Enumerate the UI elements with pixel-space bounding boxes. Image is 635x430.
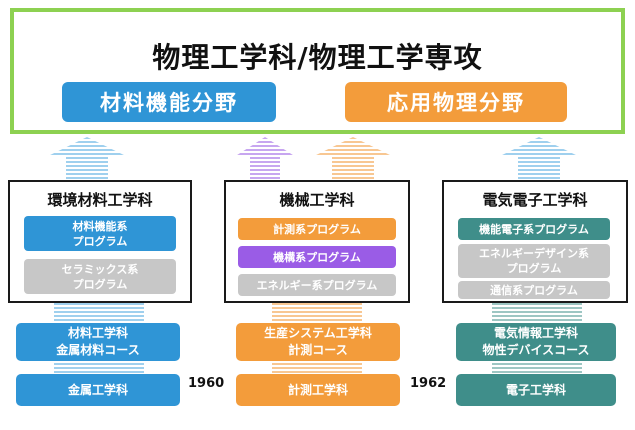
program-energy: エネルギー系プログラム xyxy=(238,274,396,296)
program-label: プログラム xyxy=(72,277,128,291)
history-label: 物性デバイスコース xyxy=(482,343,590,357)
history-label: 計測コース xyxy=(288,343,348,357)
department-environmental-materials: 環境材料工学科 材料機能系 プログラム セラミックス系 プログラム xyxy=(8,180,192,303)
history-label: 電気情報工学科 xyxy=(493,326,578,340)
applied-physics-field: 応用物理分野 xyxy=(345,82,567,122)
program-materials-function: 材料機能系 プログラム xyxy=(24,216,176,251)
history-electronic-engineering: 電子工学科 xyxy=(456,374,616,406)
history-measurement-engineering: 計測工学科 xyxy=(236,374,400,406)
connector-stripes xyxy=(492,361,582,376)
program-label: プログラム xyxy=(72,234,128,248)
arrow-orange xyxy=(312,137,394,182)
connector-stripes xyxy=(492,303,582,323)
connector-stripes xyxy=(272,361,362,376)
program-functional-electronics: 機能電子系プログラム xyxy=(458,218,610,240)
program-label: 計測系プログラム xyxy=(273,222,361,236)
history-label: 材料工学科 xyxy=(67,326,128,340)
year-1960: 1960 xyxy=(188,376,225,391)
year-1962: 1962 xyxy=(410,376,447,391)
program-ceramics: セラミックス系 プログラム xyxy=(24,259,176,294)
connector-stripes xyxy=(272,303,362,323)
program-mechanism: 機構系プログラム xyxy=(238,246,396,268)
program-communication: 通信系プログラム xyxy=(458,281,610,299)
program-label: 材料機能系 xyxy=(72,219,128,233)
history-label: 金属工学科 xyxy=(67,382,128,397)
department-mechanical: 機械工学科 計測系プログラム 機構系プログラム エネルギー系プログラム xyxy=(224,180,410,303)
program-label: エネルギー系プログラム xyxy=(256,278,378,292)
materials-function-field: 材料機能分野 xyxy=(62,82,276,122)
history-label: 計測工学科 xyxy=(287,382,348,397)
program-label: セラミックス系 xyxy=(61,262,139,276)
history-metallurgy: 金属工学科 xyxy=(16,374,180,406)
connector-stripes xyxy=(54,303,144,323)
arrow-blue-right xyxy=(498,137,580,182)
program-label: 機構系プログラム xyxy=(273,250,361,264)
program-label: 通信系プログラム xyxy=(490,283,578,297)
history-materials-engineering: 材料工学科 金属材料コース xyxy=(16,323,180,361)
department-title: 機械工学科 xyxy=(279,191,355,209)
history-label: 金属材料コース xyxy=(56,343,140,357)
program-label: プログラム xyxy=(506,262,562,275)
history-label: 電子工学科 xyxy=(505,382,566,397)
history-production-systems: 生産システム工学科 計測コース xyxy=(236,323,400,361)
arrow-blue-left xyxy=(46,137,128,182)
history-electrical-information: 電気情報工学科 物性デバイスコース xyxy=(456,323,616,361)
department-title: 電気電子工学科 xyxy=(482,191,588,209)
connector-stripes xyxy=(54,361,144,376)
department-title: 環境材料工学科 xyxy=(47,191,153,209)
history-label: 生産システム工学科 xyxy=(264,326,372,340)
department-electrical-electronic: 電気電子工学科 機能電子系プログラム エネルギーデザイン系 プログラム 通信系プ… xyxy=(442,180,628,303)
program-measurement: 計測系プログラム xyxy=(238,218,396,240)
program-label: エネルギーデザイン系 xyxy=(479,247,589,260)
program-energy-design: エネルギーデザイン系 プログラム xyxy=(458,244,610,278)
program-label: 機能電子系プログラム xyxy=(479,222,589,236)
arrow-purple xyxy=(234,137,296,182)
main-title: 物理工学科/物理工学専攻 xyxy=(152,41,483,74)
